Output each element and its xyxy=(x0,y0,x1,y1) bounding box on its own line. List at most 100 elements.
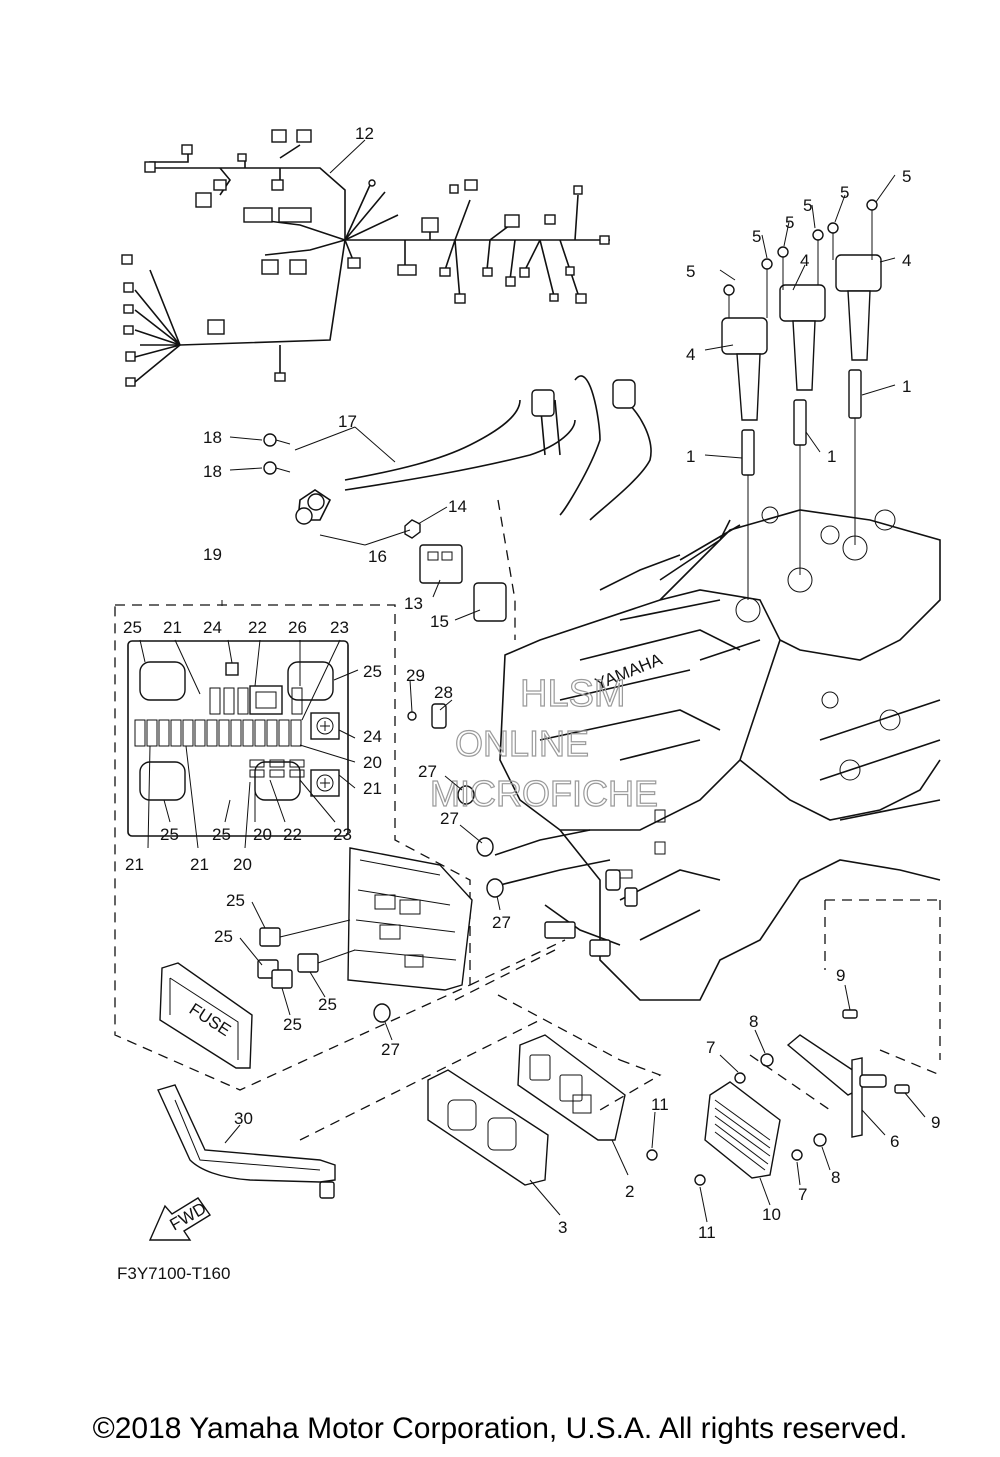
callout-24-b: 24 xyxy=(363,727,382,746)
callout-20-b: 20 xyxy=(253,825,272,844)
grommet-27-d[interactable] xyxy=(373,1003,391,1023)
ignition-coil-4-a[interactable] xyxy=(721,317,768,421)
mounting-bracket-6[interactable] xyxy=(786,1034,887,1138)
callout-21-a: 21 xyxy=(163,618,182,637)
callout-15: 15 xyxy=(430,612,449,631)
callout-24-a: 24 xyxy=(203,618,222,637)
callout-25-g: 25 xyxy=(318,995,337,1014)
bolt-7-a[interactable] xyxy=(734,1072,746,1084)
bolt-7-b[interactable] xyxy=(791,1149,803,1161)
spark-plug-1-b[interactable] xyxy=(793,399,807,575)
grommet-27-c[interactable] xyxy=(486,878,504,898)
loom-connector xyxy=(544,921,576,939)
bolt-11-a[interactable] xyxy=(646,1149,658,1161)
watermark-line-2: ONLINE xyxy=(455,723,589,764)
callout-2: 2 xyxy=(625,1182,634,1201)
loom-clip xyxy=(589,939,611,957)
relay-13[interactable] xyxy=(419,544,463,584)
bolt-18-a[interactable] xyxy=(263,433,291,447)
copyright-notice: ©2018 Yamaha Motor Corporation, U.S.A. A… xyxy=(92,1412,908,1445)
callout-17: 17 xyxy=(338,412,357,431)
callout-labels: 1 1 1 1 2 3 4 4 4 5 5 5 5 5 5 6 7 7 8 8 … xyxy=(123,124,940,1242)
fuse-box[interactable] xyxy=(347,847,473,991)
callout-25-f: 25 xyxy=(214,927,233,946)
callout-8-a: 8 xyxy=(749,1012,758,1031)
callout-14: 14 xyxy=(448,497,467,516)
callout-25-b: 25 xyxy=(363,662,382,681)
callout-20-a: 20 xyxy=(363,753,382,772)
spark-plug-1-a[interactable] xyxy=(741,429,755,600)
callout-5-f: 5 xyxy=(902,167,911,186)
callout-4-a: 4 xyxy=(686,345,695,364)
fuse-box-cover[interactable]: FUSE xyxy=(159,962,253,1069)
callout-27-c: 27 xyxy=(492,913,511,932)
watermark-line-1: HLSM xyxy=(520,673,626,715)
retaining-strap-30[interactable] xyxy=(157,1084,336,1199)
callout-30: 30 xyxy=(234,1109,253,1128)
callout-21-c: 21 xyxy=(125,855,144,874)
ignition-coil-4-c[interactable] xyxy=(835,254,882,361)
bolt-11-b[interactable] xyxy=(694,1174,706,1186)
bolt-9-b[interactable] xyxy=(894,1084,910,1094)
callout-9-a: 9 xyxy=(836,966,845,985)
watermark-line-3: MICROFICHE xyxy=(430,773,658,814)
callout-23-a: 23 xyxy=(330,618,349,637)
rectifier-10[interactable] xyxy=(704,1081,781,1179)
callout-11-b: 11 xyxy=(698,1223,716,1242)
diagram-code: F3Y7100-T160 xyxy=(117,1264,231,1283)
callout-21-b: 21 xyxy=(363,779,382,798)
callout-22-b: 22 xyxy=(283,825,302,844)
grommet-28[interactable] xyxy=(431,703,447,729)
ignition-coil-4-b[interactable] xyxy=(779,284,826,391)
relay-leaders xyxy=(279,919,356,964)
bolt-9-a[interactable] xyxy=(842,1009,858,1019)
fuse-box-label-19[interactable] xyxy=(114,604,471,1091)
relay-25-c[interactable] xyxy=(271,969,293,989)
relay-25-d[interactable] xyxy=(297,953,319,973)
spark-plug-1-c[interactable] xyxy=(848,369,862,545)
callout-11-a: 11 xyxy=(651,1095,669,1114)
callout-20-c: 20 xyxy=(233,855,252,874)
callout-22-a: 22 xyxy=(248,618,267,637)
callout-29: 29 xyxy=(406,666,425,685)
callout-13: 13 xyxy=(404,594,423,613)
cover-15[interactable] xyxy=(473,582,507,622)
callout-1-c: 1 xyxy=(827,447,836,466)
ecu-2[interactable] xyxy=(517,1034,626,1141)
guide-lines xyxy=(299,499,941,1141)
callout-4-b: 4 xyxy=(800,251,809,270)
callout-8-b: 8 xyxy=(831,1168,840,1187)
bolt-18-b[interactable] xyxy=(263,461,291,475)
callout-19: 19 xyxy=(203,545,222,564)
callout-7-a: 7 xyxy=(706,1038,715,1057)
callout-1-b: 1 xyxy=(686,447,695,466)
relay-25-a[interactable] xyxy=(259,927,281,947)
callout-3: 3 xyxy=(558,1218,567,1237)
callout-5-c: 5 xyxy=(785,213,794,232)
nut-14[interactable] xyxy=(404,519,421,539)
callout-16: 16 xyxy=(368,547,387,566)
washer-8-b[interactable] xyxy=(813,1133,827,1147)
callout-5-a: 5 xyxy=(686,262,695,281)
callout-27-d: 27 xyxy=(381,1040,400,1059)
watermark: HLSM ONLINE MICROFICHE xyxy=(429,672,658,814)
callout-25-h: 25 xyxy=(283,1015,302,1034)
callout-10: 10 xyxy=(762,1205,781,1224)
callout-27-b: 27 xyxy=(440,809,459,828)
callout-1-a: 1 xyxy=(902,377,911,396)
callout-28: 28 xyxy=(434,683,453,702)
wire-harness[interactable] xyxy=(121,129,610,387)
coil-bolts-5[interactable] xyxy=(723,199,878,318)
callout-18-b: 18 xyxy=(203,462,222,481)
callout-23-b: 23 xyxy=(333,825,352,844)
callout-25-c: 25 xyxy=(160,825,179,844)
grommet-27-a[interactable] xyxy=(457,785,475,805)
battery-cables[interactable] xyxy=(295,375,652,525)
callout-5-e: 5 xyxy=(840,183,849,202)
washer-8-a[interactable] xyxy=(760,1053,774,1067)
callout-12: 12 xyxy=(355,124,374,143)
screw-29[interactable] xyxy=(407,711,417,721)
fuse-row xyxy=(134,719,302,747)
ecu-bracket-3[interactable] xyxy=(427,1069,549,1186)
